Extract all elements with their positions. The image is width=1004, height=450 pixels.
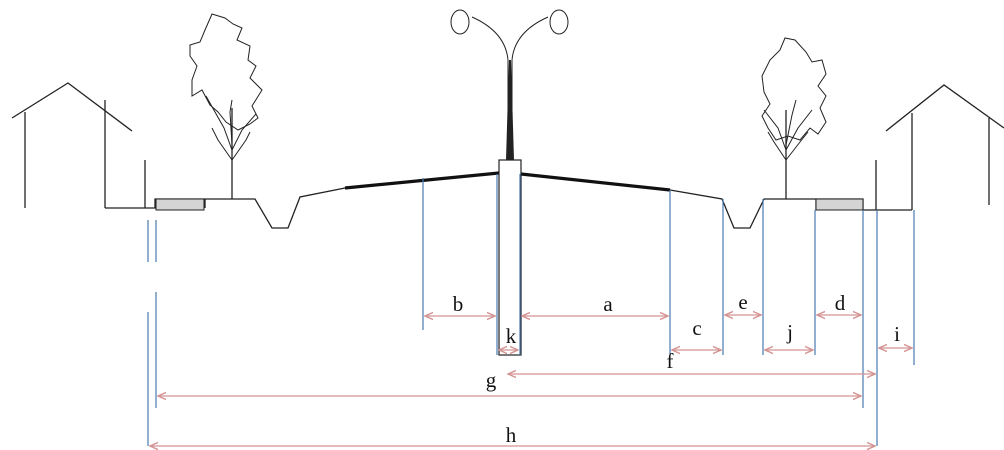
dimension-arrows xyxy=(150,315,912,446)
ground-profile-left xyxy=(105,160,346,229)
right-house-roof xyxy=(885,84,1004,132)
label-i: i xyxy=(894,322,900,346)
right-curb-block xyxy=(815,198,864,211)
lamp-head-left xyxy=(450,9,470,35)
label-h: h xyxy=(506,423,517,447)
label-j: j xyxy=(786,320,793,344)
label-a: a xyxy=(603,292,613,316)
right-tree xyxy=(761,37,827,199)
left-house-roof xyxy=(11,82,133,132)
lamp-head-right xyxy=(549,9,569,35)
label-d: d xyxy=(835,291,846,315)
right-carriageway xyxy=(520,172,671,192)
dimension-labels: b a c e d j i k f g h xyxy=(453,290,900,447)
left-carriageway xyxy=(344,171,500,190)
label-b: b xyxy=(453,292,464,316)
right-house xyxy=(885,84,1004,210)
label-k: k xyxy=(506,324,517,348)
label-c: c xyxy=(692,316,701,340)
label-e: e xyxy=(738,290,747,314)
left-house xyxy=(11,82,133,208)
label-g: g xyxy=(486,368,497,392)
street-lamp xyxy=(450,9,569,160)
label-f: f xyxy=(667,349,674,373)
reference-lines xyxy=(147,174,915,446)
left-curb-block xyxy=(155,198,205,211)
ground-profile-right xyxy=(669,160,912,229)
left-tree xyxy=(189,13,263,199)
